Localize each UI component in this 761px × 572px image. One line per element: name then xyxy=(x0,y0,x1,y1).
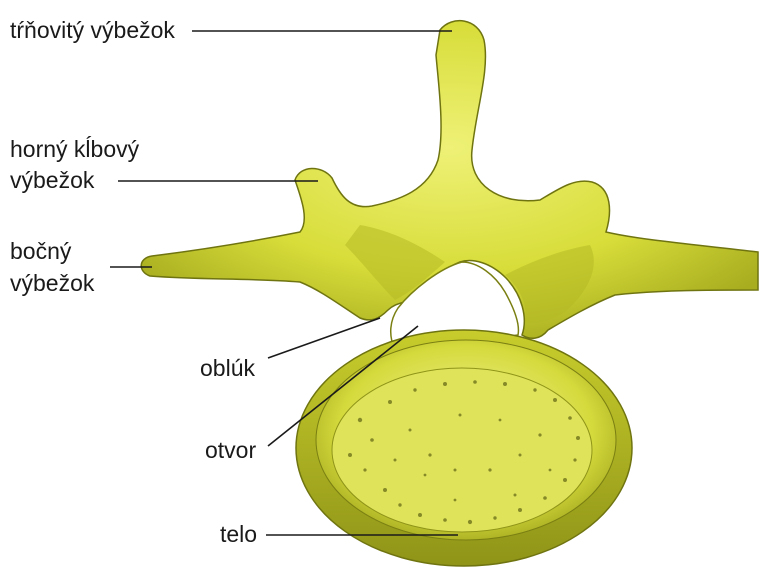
label-body: telo xyxy=(220,521,257,548)
leader-line-arch xyxy=(268,318,380,358)
label-transverse-process-line1: bočný xyxy=(10,238,71,265)
label-spinous-process: tŕňovitý výbežok xyxy=(10,17,175,44)
vertebral-body-cancellous xyxy=(332,368,592,532)
label-superior-articular-process-line1: horný kĺbový xyxy=(10,136,139,163)
label-arch: oblúk xyxy=(200,355,255,382)
label-superior-articular-process-line2: výbežok xyxy=(10,167,94,194)
label-foramen: otvor xyxy=(205,437,256,464)
label-transverse-process-line2: výbežok xyxy=(10,270,94,297)
